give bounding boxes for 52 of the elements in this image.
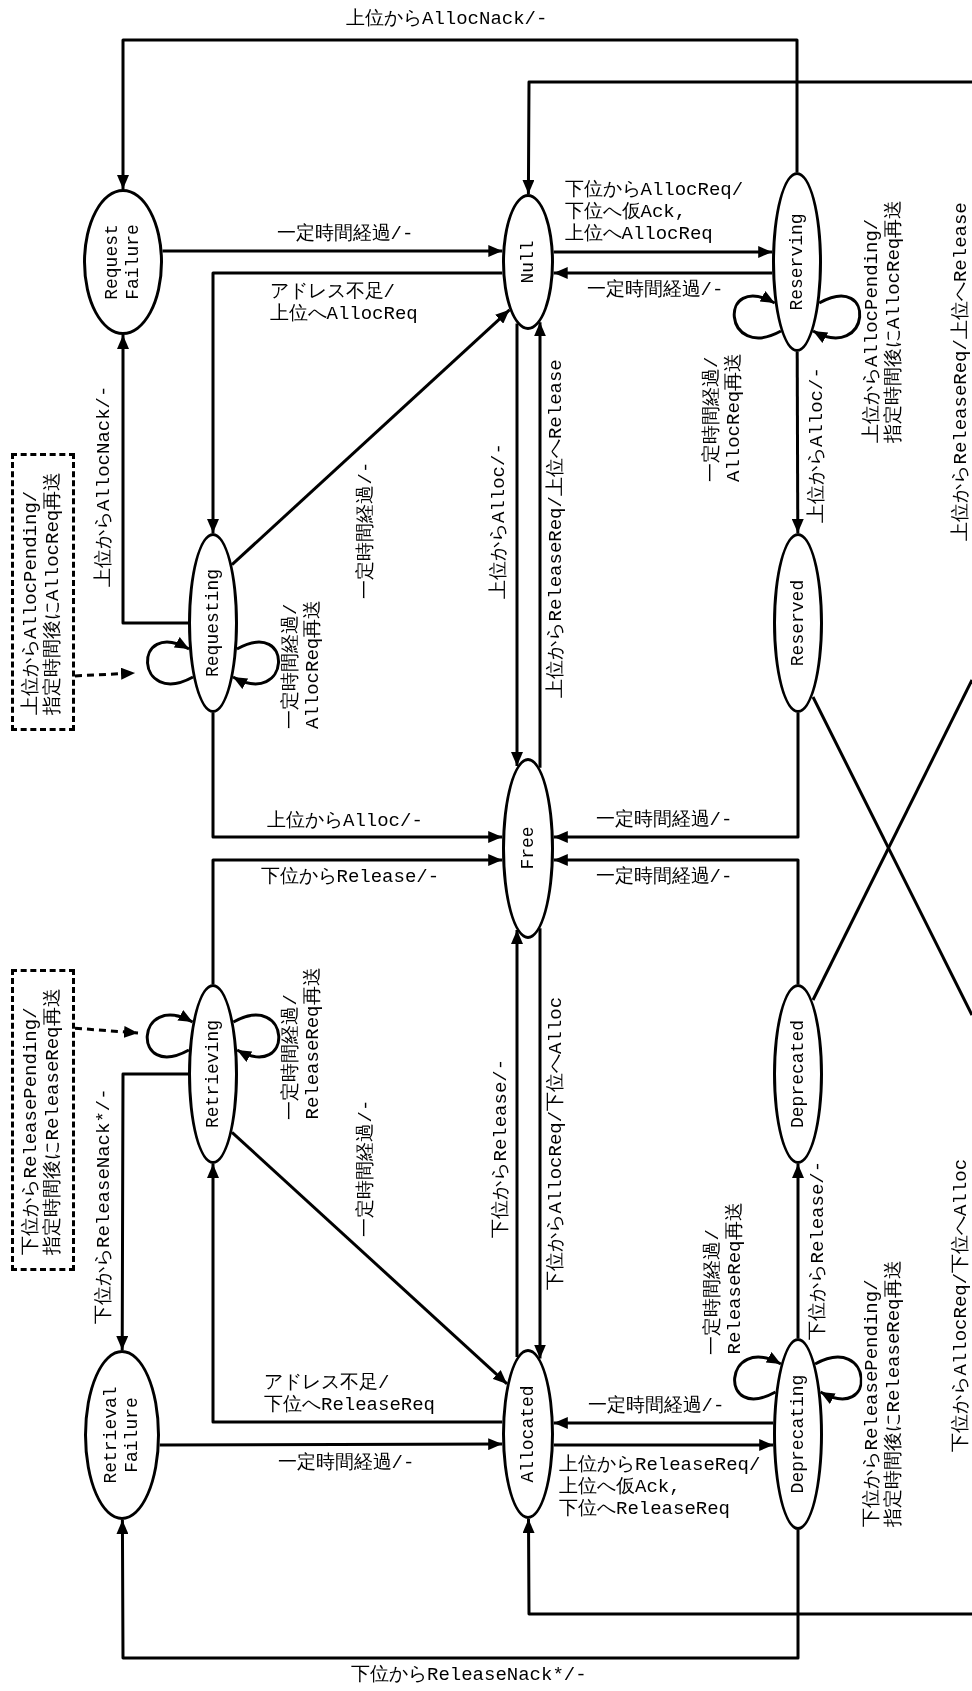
loop-arrow: [814, 1355, 863, 1403]
state-name: Deprecating: [787, 1373, 809, 1495]
loop-arrow: [812, 294, 862, 342]
arrow: [792, 1164, 804, 1338]
arrow: [522, 1519, 972, 1616]
arrow: [159, 1438, 503, 1451]
arrow: [553, 1417, 774, 1429]
state-name: Deprecated: [787, 1019, 809, 1130]
state-name: Allocated: [517, 1384, 539, 1484]
arrow: [511, 323, 523, 766]
arrow: [791, 352, 804, 533]
arrow: [231, 308, 511, 566]
arrow: [553, 267, 773, 279]
state-name: Retrieval Failure: [101, 1385, 143, 1485]
arrow: [207, 1164, 503, 1424]
state-name: Requesting: [202, 568, 224, 679]
arrow: [117, 38, 799, 189]
note-text: 上位からAllocPending/ 指定時間後にAllocReq再送: [21, 470, 65, 715]
state-name: Null: [517, 239, 539, 285]
arrow: [116, 1072, 188, 1350]
loop-arrow: [732, 292, 782, 340]
loop-arrow: [232, 1013, 281, 1061]
note-box: [11, 969, 75, 1271]
leader-line: [74, 1025, 139, 1038]
arrow: [553, 854, 800, 984]
arrow: [511, 930, 523, 1357]
loop-arrow: [232, 640, 280, 688]
arrow: [117, 335, 188, 625]
arrow: [553, 713, 800, 843]
edge-label: 上位からReleaseReq/ 上位へ仮Ack, 下位へReleaseReq: [559, 1455, 763, 1521]
arrow: [553, 246, 773, 258]
state-name: Request Failure: [102, 223, 144, 301]
loop-arrow: [733, 1353, 782, 1401]
state-name: Reserving: [786, 212, 808, 312]
note-text: 下位からReleasePending/ 指定時間後にReleaseReq再送: [21, 987, 65, 1255]
arrow: [211, 713, 503, 843]
arrow: [522, 80, 972, 194]
arrow: [534, 928, 546, 1359]
note-box: [11, 453, 75, 731]
arrow: [211, 854, 503, 984]
state-name: Reserved: [787, 578, 809, 668]
leader-line: [74, 667, 136, 680]
arrow: [207, 271, 503, 533]
arrow: [553, 1439, 774, 1451]
loop-arrow: [146, 638, 194, 686]
arrow: [534, 322, 546, 768]
loop-arrow: [145, 1011, 194, 1059]
state-name: Retrieving: [202, 1019, 224, 1130]
state-name: Free: [517, 825, 539, 871]
arrow: [231, 1131, 508, 1385]
arrow: [116, 1520, 800, 1660]
arrow: [162, 245, 503, 257]
